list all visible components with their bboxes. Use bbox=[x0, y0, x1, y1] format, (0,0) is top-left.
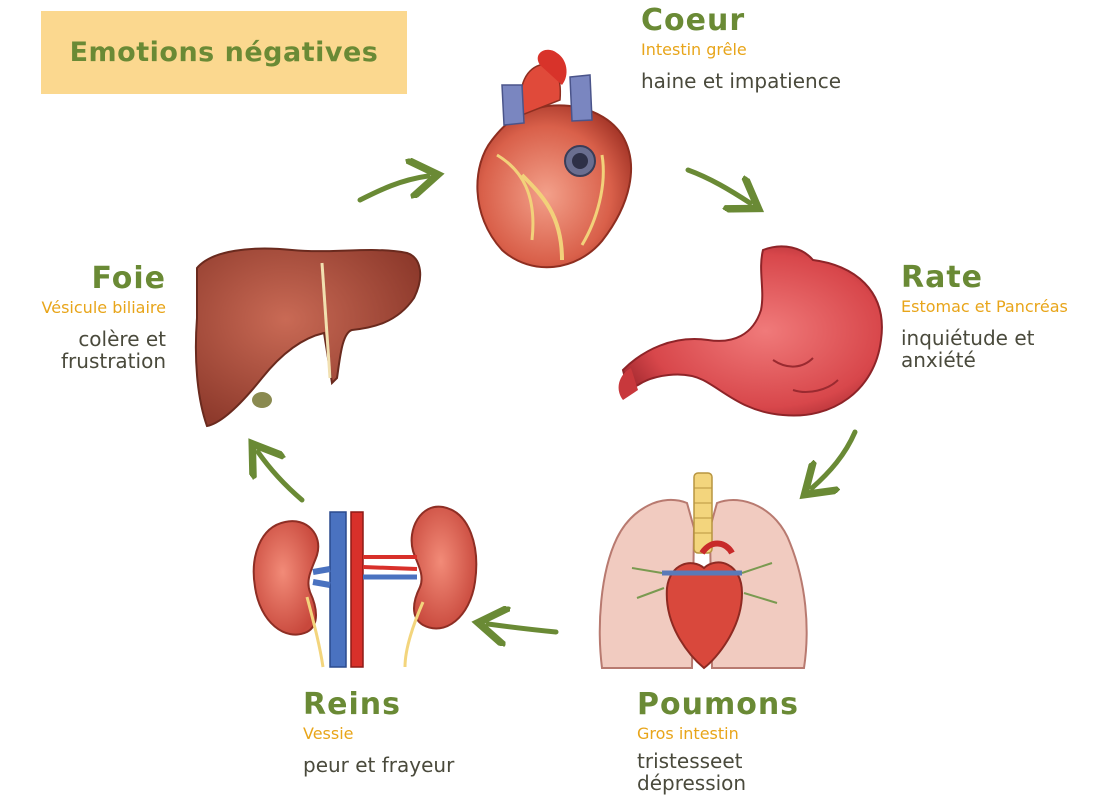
arrow-icon bbox=[688, 170, 750, 203]
arrow-icon bbox=[258, 452, 302, 500]
arrow-icon bbox=[488, 624, 556, 632]
arrow-icon bbox=[360, 176, 428, 200]
arrow-icon bbox=[812, 432, 855, 488]
